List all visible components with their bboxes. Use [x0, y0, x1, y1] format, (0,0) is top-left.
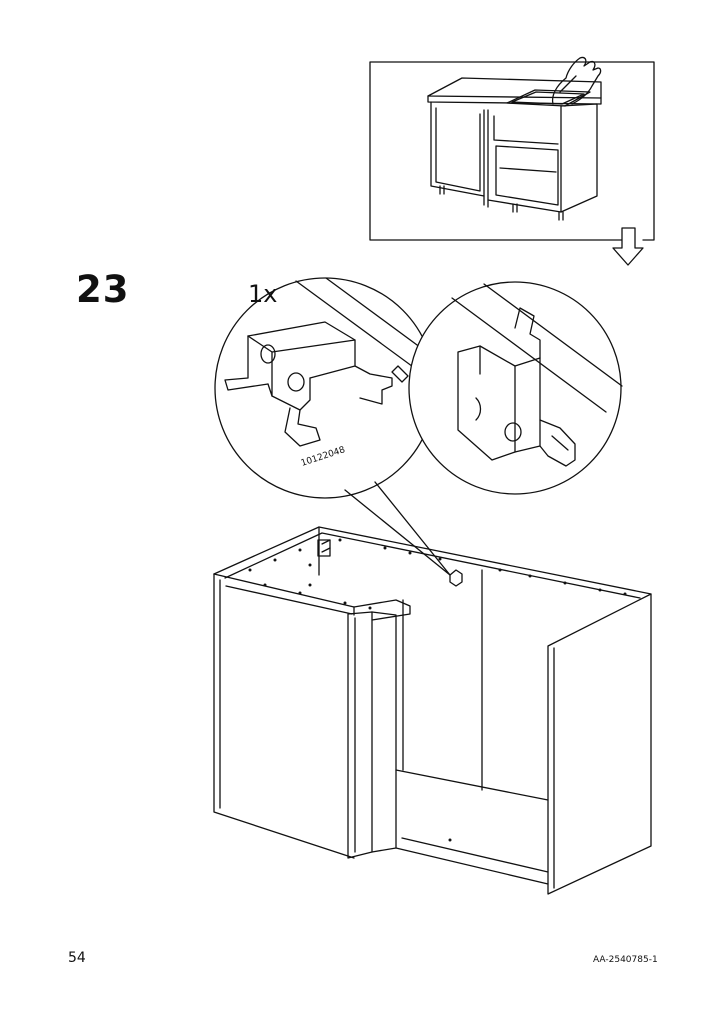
- overview-inset: [369, 56, 655, 266]
- detail-circle-right: [408, 281, 623, 495]
- page-number: 54: [68, 950, 86, 966]
- detail-circle-left: [214, 277, 451, 576]
- quantity-label: 1x: [248, 280, 277, 308]
- rail-holes: [248, 538, 627, 842]
- document-code: AA-2540785-1: [593, 955, 658, 965]
- corner-cabinet: [213, 526, 652, 895]
- step-number: 23: [76, 268, 130, 311]
- down-arrow-icon: [612, 227, 644, 266]
